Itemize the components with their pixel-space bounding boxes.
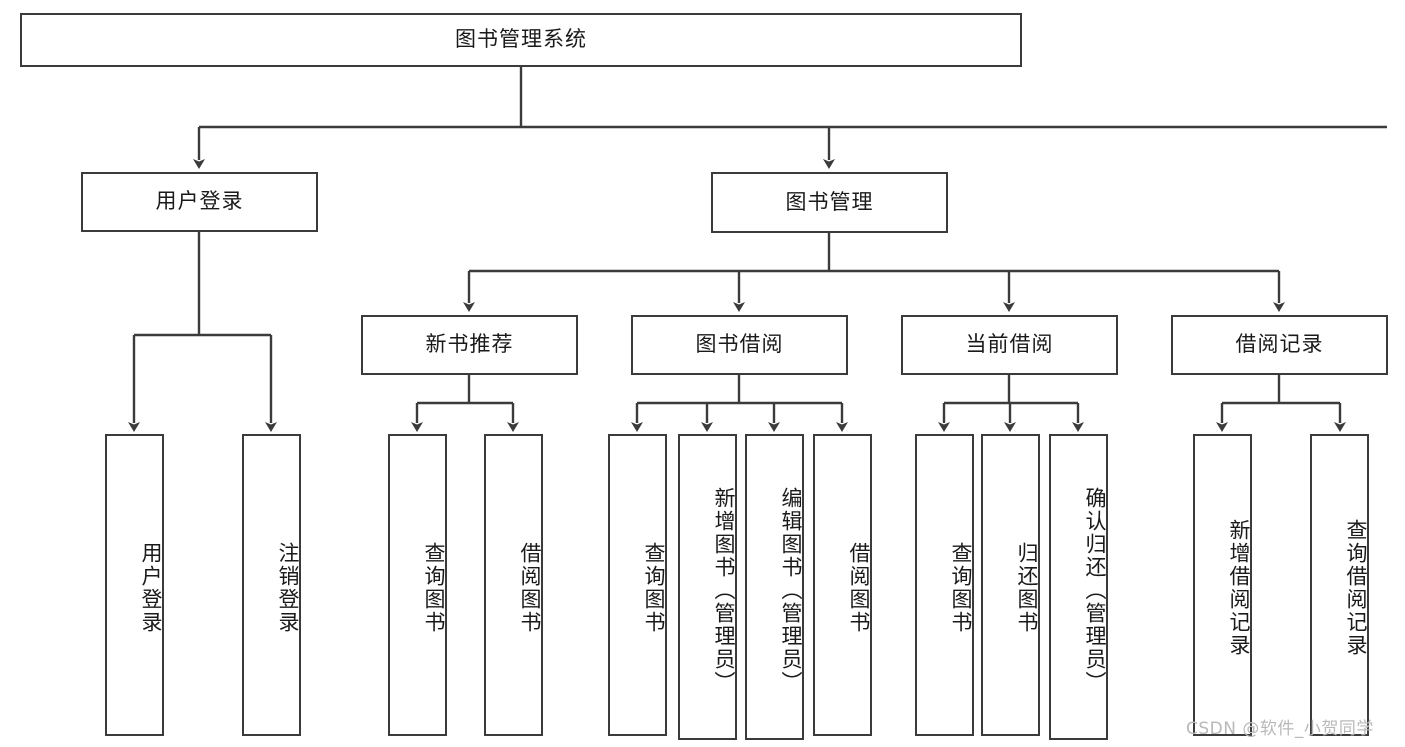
node-user-login[interactable]: 用户登录 (81, 172, 318, 232)
node-label: 用户登录 (139, 542, 163, 634)
node-leaf-borrow-book-recommend[interactable]: 借阅图书 (484, 434, 543, 736)
node-label: 用户登录 (155, 189, 244, 214)
node-leaf-query-borrow-record[interactable]: 查询借阅记录 (1310, 434, 1369, 736)
node-label: 图书管理系统 (455, 27, 587, 52)
node-label: 新增图书（管理员） (712, 486, 736, 694)
node-leaf-add-borrow-record[interactable]: 新增借阅记录 (1193, 434, 1252, 736)
node-root-book-management-system[interactable]: 图书管理系统 (20, 13, 1022, 67)
node-label: 借阅图书 (847, 542, 871, 634)
node-label: 借阅记录 (1235, 332, 1324, 357)
node-book-management[interactable]: 图书管理 (711, 172, 948, 233)
node-leaf-return-book[interactable]: 归还图书 (981, 434, 1040, 736)
node-borrow-record[interactable]: 借阅记录 (1171, 315, 1388, 375)
node-label: 当前借阅 (965, 332, 1054, 357)
node-leaf-query-book-recommend[interactable]: 查询图书 (388, 434, 447, 736)
node-leaf-logout[interactable]: 注销登录 (242, 434, 301, 736)
node-label: 查询图书 (642, 542, 666, 634)
node-label: 确认归还（管理员） (1083, 486, 1107, 694)
node-leaf-confirm-return-admin[interactable]: 确认归还（管理员） (1049, 434, 1108, 740)
node-label: 图书管理 (785, 189, 874, 214)
node-label: 归还图书 (1015, 542, 1039, 634)
node-leaf-borrow-book[interactable]: 借阅图书 (813, 434, 872, 736)
node-current-borrow[interactable]: 当前借阅 (901, 315, 1118, 375)
node-label: 编辑图书（管理员） (779, 486, 803, 694)
node-label: 新增借阅记录 (1227, 519, 1251, 657)
node-label: 查询图书 (422, 542, 446, 634)
node-leaf-query-book-borrow[interactable]: 查询图书 (608, 434, 667, 736)
node-label: 查询图书 (949, 542, 973, 634)
node-leaf-edit-book-admin[interactable]: 编辑图书（管理员） (745, 434, 804, 740)
node-label: 图书借阅 (695, 332, 784, 357)
node-label: 查询借阅记录 (1344, 519, 1368, 657)
node-new-book-recommendation[interactable]: 新书推荐 (361, 315, 578, 375)
node-label: 借阅图书 (518, 542, 542, 634)
node-label: 新书推荐 (425, 332, 514, 357)
node-leaf-query-book-current[interactable]: 查询图书 (915, 434, 974, 736)
node-label: 注销登录 (276, 542, 300, 634)
node-book-borrow[interactable]: 图书借阅 (631, 315, 848, 375)
watermark-csdn: CSDN @软件_小贺同学 (1186, 719, 1374, 739)
node-leaf-user-login[interactable]: 用户登录 (105, 434, 164, 736)
node-leaf-add-book-admin[interactable]: 新增图书（管理员） (678, 434, 737, 740)
